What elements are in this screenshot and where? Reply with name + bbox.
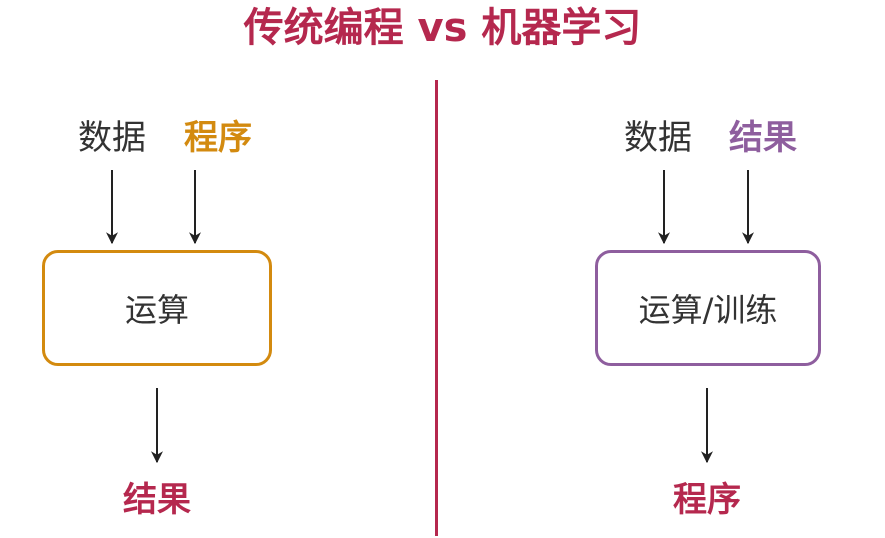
right-input-result-label: 结果 [729,118,797,158]
left-output-label: 结果 [123,480,191,520]
right-process-box: 运算/训练 [595,250,821,366]
left-input-program-label: 程序 [184,118,252,158]
left-process-label: 运算 [124,291,189,329]
right-input-data-label: 数据 [624,118,692,158]
left-process-box: 运算 [42,250,272,366]
left-input-data-label: 数据 [78,118,146,158]
right-output-label: 程序 [673,480,741,520]
diagram-title: 传统编程 vs 机器学习 [243,5,642,51]
center-divider [435,80,438,536]
right-process-label: 运算/训练 [638,291,778,329]
